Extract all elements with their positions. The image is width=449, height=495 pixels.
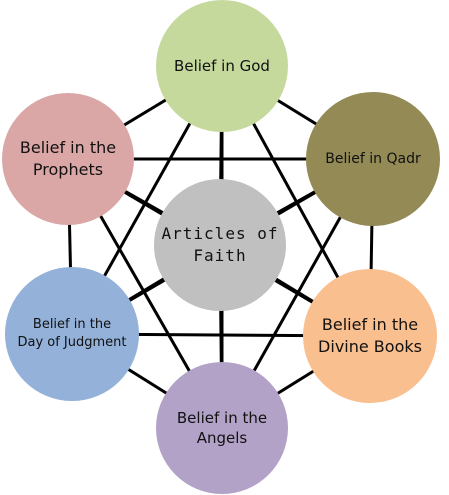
node-label-center: Articles of Faith xyxy=(161,224,279,265)
node-label-judgment: Belief in the Day of Judgment xyxy=(17,317,127,350)
node-label-angels: Belief in the Angels xyxy=(176,408,268,447)
node-belief-in-angels: Belief in the Angels xyxy=(156,362,288,494)
node-belief-in-day-of-judgment: Belief in the Day of Judgment xyxy=(5,267,139,401)
node-belief-in-qadr: Belief in Qadr xyxy=(306,92,440,226)
node-belief-in-prophets: Belief in the Prophets xyxy=(2,93,134,225)
node-label-books: Belief in the Divine Books xyxy=(318,315,422,356)
node-belief-in-divine-books: Belief in the Divine Books xyxy=(303,269,437,403)
node-label-qadr: Belief in Qadr xyxy=(325,150,421,167)
node-label-prophets: Belief in the Prophets xyxy=(19,138,117,179)
node-label-god: Belief in God xyxy=(174,56,270,75)
node-belief-in-god: Belief in God xyxy=(156,0,288,132)
node-articles-of-faith: Articles of Faith xyxy=(154,179,286,311)
